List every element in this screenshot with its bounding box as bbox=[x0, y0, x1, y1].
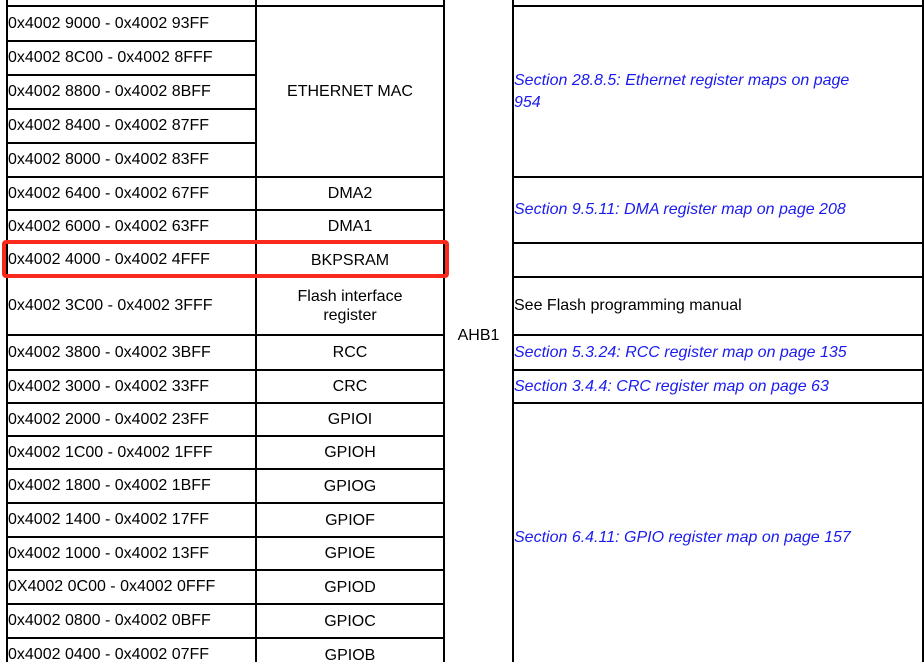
address-cell: 0x4002 9000 - 0x4002 93FF bbox=[6, 5, 257, 42]
section-link-text[interactable]: Section 3.4.4: CRC register map on page … bbox=[514, 377, 829, 395]
table-row-eth-5: 0x4002 8000 - 0x4002 83FF bbox=[6, 142, 923, 178]
address-cell: 0x4002 1C00 - 0x4002 1FFF bbox=[6, 435, 257, 470]
table-row-crc: 0x4002 3000 - 0x4002 33FF CRC Section 3.… bbox=[6, 369, 924, 404]
address-cell: 0X4002 0C00 - 0x4002 0FFF bbox=[6, 569, 257, 605]
peripheral-cell-gpioh: GPIOH bbox=[255, 435, 445, 470]
table-row-gpioh: 0x4002 1C00 - 0x4002 1FFF GPIOH bbox=[6, 435, 923, 470]
address-cell: 0x4002 0400 - 0x4002 07FF bbox=[6, 637, 257, 662]
section-cell-bkpsram-empty bbox=[512, 242, 924, 278]
peripheral-cell-ethernet: ETHERNET MAC bbox=[255, 5, 445, 178]
section-link-text[interactable]: Section 6.4.11: GPIO register map on pag… bbox=[514, 528, 851, 546]
address-cell: 0x4002 8800 - 0x4002 8BFF bbox=[6, 74, 257, 110]
address-cell: 0x4002 3C00 - 0x4002 3FFF bbox=[6, 276, 257, 336]
table-row-dma1: 0x4002 6000 - 0x4002 63FF DMA1 bbox=[6, 209, 923, 244]
section-link-crc[interactable]: Section 3.4.4: CRC register map on page … bbox=[512, 369, 924, 404]
table-row-eth-3: 0x4002 8800 - 0x4002 8BFF bbox=[6, 74, 923, 110]
address-cell: 0x4002 1400 - 0x4002 17FF bbox=[6, 502, 257, 538]
table-row-gpiob: 0x4002 0400 - 0x4002 07FF GPIOB bbox=[6, 637, 923, 662]
address-cell: 0x4002 3800 - 0x4002 3BFF bbox=[6, 334, 257, 371]
table-row-bkpsram: 0x4002 4000 - 0x4002 4FFF BKPSRAM bbox=[6, 242, 924, 278]
address-cell: 0x4002 1000 - 0x4002 13FF bbox=[6, 536, 257, 571]
table-row-gpiod: 0X4002 0C00 - 0x4002 0FFF GPIOD bbox=[6, 569, 923, 605]
peripheral-cell-gpiog: GPIOG bbox=[255, 468, 445, 504]
table-row-gpiof: 0x4002 1400 - 0x4002 17FF GPIOF bbox=[6, 502, 923, 538]
table-row-eth-4: 0x4002 8400 - 0x4002 87FF bbox=[6, 108, 923, 144]
table-row-flash: 0x4002 3C00 - 0x4002 3FFF Flash interfac… bbox=[6, 276, 924, 336]
address-cell: 0x4002 8400 - 0x4002 87FF bbox=[6, 108, 257, 144]
table-row-gpioe: 0x4002 1000 - 0x4002 13FF GPIOE bbox=[6, 536, 923, 571]
address-cell: 0x4002 8C00 - 0x4002 8FFF bbox=[6, 40, 257, 76]
peripheral-cell-dma2: DMA2 bbox=[255, 176, 445, 211]
bus-cell-ahb1: AHB1 bbox=[443, 0, 514, 662]
peripheral-cell-gpioc: GPIOC bbox=[255, 603, 445, 639]
peripheral-cell-gpioe: GPIOE bbox=[255, 536, 445, 571]
section-link-text[interactable]: Section 5.3.24: RCC register map on page… bbox=[514, 343, 847, 361]
table-row-eth-2: 0x4002 8C00 - 0x4002 8FFF bbox=[6, 40, 923, 76]
table-row-rcc: 0x4002 3800 - 0x4002 3BFF RCC Section 5.… bbox=[6, 334, 924, 371]
table-row-dma2: 0x4002 6400 - 0x4002 67FF DMA2 Section 9… bbox=[6, 176, 924, 244]
address-cell: 0x4002 4000 - 0x4002 4FFF bbox=[6, 242, 257, 278]
peripheral-cell-gpiof: GPIOF bbox=[255, 502, 445, 538]
table-row-gpioc: 0x4002 0800 - 0x4002 0BFF GPIOC bbox=[6, 603, 923, 639]
address-cell: 0x4002 3000 - 0x4002 33FF bbox=[6, 369, 257, 404]
peripheral-cell-dma1: DMA1 bbox=[255, 209, 445, 244]
section-cell-flash: See Flash programming manual bbox=[512, 276, 924, 336]
memory-map-table: AHB1 0x4002 9000 - 0x4002 93FF ETHERNET … bbox=[6, 0, 924, 662]
address-cell: 0x4002 0800 - 0x4002 0BFF bbox=[6, 603, 257, 639]
section-link-gpio[interactable]: Section 6.4.11: GPIO register map on pag… bbox=[512, 402, 924, 662]
address-cell: 0x4002 1800 - 0x4002 1BFF bbox=[6, 468, 257, 504]
peripheral-cell-gpiob: GPIOB bbox=[255, 637, 445, 662]
peripheral-cell-crc: CRC bbox=[255, 369, 445, 404]
peripheral-cell-cutoff bbox=[255, 0, 445, 7]
table-row-cutoff-top: AHB1 bbox=[6, 0, 924, 662]
address-cell-cutoff bbox=[6, 0, 257, 7]
address-cell: 0x4002 8000 - 0x4002 83FF bbox=[6, 142, 257, 178]
section-link-text[interactable]: Section 9.5.11: DMA register map on page… bbox=[514, 201, 846, 218]
table-row-eth-1: 0x4002 9000 - 0x4002 93FF ETHERNET MAC S… bbox=[6, 5, 924, 178]
peripheral-cell-bkpsram: BKPSRAM bbox=[255, 242, 445, 278]
table-row-gpioi: 0x4002 2000 - 0x4002 23FF GPIOI Section … bbox=[6, 402, 924, 662]
peripheral-cell-flash: Flash interface register bbox=[255, 276, 445, 336]
peripheral-cell-rcc: RCC bbox=[255, 334, 445, 371]
section-cell-cutoff bbox=[512, 0, 924, 7]
section-link-text[interactable]: Section 28.8.5: Ethernet register maps o… bbox=[514, 71, 850, 111]
address-cell: 0x4002 6000 - 0x4002 63FF bbox=[6, 209, 257, 244]
section-link-rcc[interactable]: Section 5.3.24: RCC register map on page… bbox=[512, 334, 924, 371]
section-plain-text: See Flash programming manual bbox=[514, 297, 742, 314]
section-link-dma[interactable]: Section 9.5.11: DMA register map on page… bbox=[512, 176, 924, 244]
section-link-ethernet[interactable]: Section 28.8.5: Ethernet register maps o… bbox=[512, 5, 924, 178]
peripheral-cell-gpiod: GPIOD bbox=[255, 569, 445, 605]
peripheral-cell-gpioi: GPIOI bbox=[255, 402, 445, 437]
bus-label: AHB1 bbox=[457, 326, 500, 344]
address-cell: 0x4002 6400 - 0x4002 67FF bbox=[6, 176, 257, 211]
table-row-gpiog: 0x4002 1800 - 0x4002 1BFF GPIOG bbox=[6, 468, 923, 504]
address-cell: 0x4002 2000 - 0x4002 23FF bbox=[6, 402, 257, 437]
